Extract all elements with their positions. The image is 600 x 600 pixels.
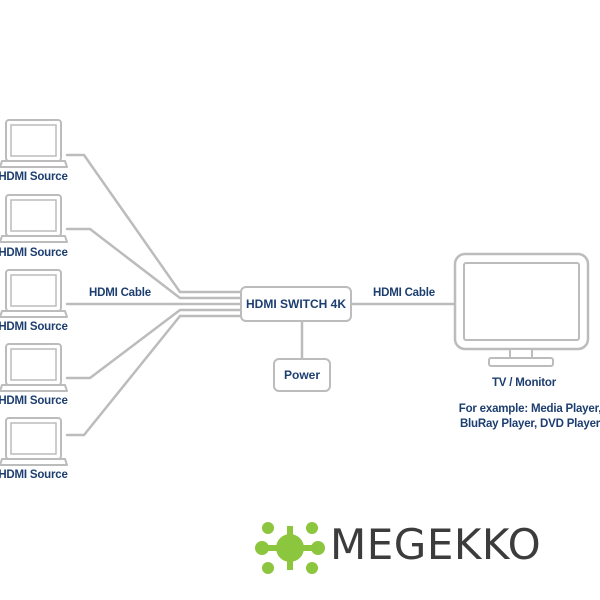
- source-label: HDMI Source: [0, 171, 68, 183]
- hdmi-switch-box: HDMI SWITCH 4K: [240, 286, 352, 322]
- input-cable-label: HDMI Cable: [89, 287, 151, 299]
- monitor-label: TV / Monitor: [491, 377, 557, 389]
- megekko-logo-icon: [255, 522, 325, 574]
- brand-name: MEGEKKO: [330, 520, 542, 569]
- source-2-cable: [65, 227, 242, 300]
- source-label: HDMI Source: [0, 321, 68, 333]
- laptop-icon: [0, 119, 68, 168]
- monitor-icon: [453, 252, 590, 367]
- source-4-cable: [65, 308, 242, 380]
- power-label: Power: [283, 368, 320, 382]
- monitor-note-line-1: For example: Media Player,: [458, 403, 600, 415]
- laptop-icon: [0, 194, 68, 243]
- laptop-icon: [0, 343, 68, 392]
- source-label: HDMI Source: [0, 395, 68, 407]
- power-box: Power: [273, 358, 331, 392]
- source-5-cable: [65, 314, 242, 437]
- output-cable-label: HDMI Cable: [373, 287, 435, 299]
- laptop-icon: [0, 269, 68, 318]
- source-label: HDMI Source: [0, 247, 68, 259]
- source-1-cable: [65, 153, 242, 294]
- laptop-icon: [0, 417, 68, 466]
- switch-label: HDMI SWITCH 4K: [246, 297, 346, 311]
- monitor-note-line-2: BluRay Player, DVD Player: [459, 418, 600, 430]
- source-label: HDMI Source: [0, 469, 68, 481]
